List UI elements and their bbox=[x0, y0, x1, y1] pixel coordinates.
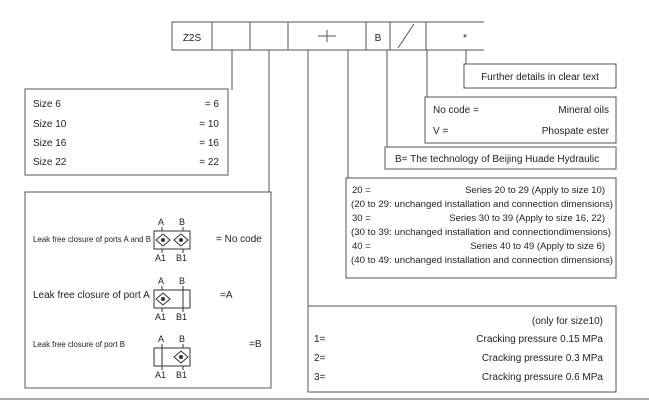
closure-label-2: Leak free closure of port B bbox=[33, 339, 125, 349]
code-slash-symbol bbox=[397, 23, 415, 49]
series-box bbox=[345, 177, 617, 279]
further-details-label: Further details in clear text bbox=[481, 72, 599, 83]
seal-value-0: Mineral oils bbox=[558, 105, 609, 116]
port-label-b: B bbox=[179, 217, 185, 227]
port-label-a1: A1 bbox=[155, 253, 166, 263]
closure-label-0: Leak free closure of ports A and B bbox=[33, 234, 151, 244]
size-code-3: = 22 bbox=[199, 157, 219, 168]
further-details-box bbox=[463, 63, 617, 89]
size-label-1: Size 10 bbox=[33, 119, 67, 130]
size-label-0: Size 6 bbox=[33, 99, 61, 110]
code-cell-further-details bbox=[426, 21, 484, 51]
port-label-a: A bbox=[158, 217, 164, 227]
closure-code-2: =B bbox=[249, 339, 262, 350]
closure-symbol-ab: A B A1 B1 bbox=[153, 217, 191, 263]
technology-label: B= The technology of Beijing Huade Hydra… bbox=[395, 154, 599, 165]
series-desc-2: Series 40 to 49 (Apply to size 6) bbox=[470, 241, 605, 252]
code-asterisk-text: * bbox=[463, 33, 467, 44]
series-code-2: 40 = bbox=[352, 241, 371, 252]
closure-symbol-a: A B A1 B1 bbox=[153, 276, 191, 322]
size-box bbox=[24, 88, 229, 176]
code-cell-series bbox=[171, 21, 213, 51]
series-desc-0: Series 20 to 29 (Apply to size 10) bbox=[465, 185, 605, 196]
technology-box bbox=[384, 146, 617, 170]
series-code-1: 30 = bbox=[352, 213, 371, 224]
code-cell-size bbox=[249, 21, 289, 51]
port-label-a1: A1 bbox=[155, 370, 166, 380]
series-note-1: (30 to 39: unchanged installation and co… bbox=[351, 227, 611, 238]
ordering-code-row: Z2S B * bbox=[171, 21, 484, 51]
series-note-2: (40 to 49: unchanged installation and co… bbox=[351, 255, 613, 266]
closure-code-1: =A bbox=[220, 290, 233, 301]
seal-key-1: V = bbox=[433, 126, 448, 137]
series-desc-1: Series 30 to 39 (Apply to size 16, 22) bbox=[449, 213, 605, 224]
check-valve-icon bbox=[173, 350, 189, 364]
port-label-a: A bbox=[158, 276, 164, 286]
series-list: 20 = Series 20 to 29 (Apply to size 10) … bbox=[351, 185, 613, 266]
code-technology-text: B bbox=[375, 33, 382, 44]
seal-value-1: Phospate ester bbox=[542, 126, 610, 137]
size-code-2: = 16 bbox=[199, 138, 219, 149]
closure-code-0: = No code bbox=[216, 234, 262, 245]
closure-symbol-b: A B A1 B1 bbox=[153, 334, 191, 380]
size-code-0: = 6 bbox=[205, 99, 220, 110]
port-label-b1: B1 bbox=[176, 312, 187, 322]
cracking-code-0: 1= bbox=[314, 334, 326, 345]
port-label-a: A bbox=[158, 334, 164, 344]
code-cell-technology bbox=[365, 21, 391, 51]
cracking-code-1: 2= bbox=[314, 353, 326, 364]
port-label-b: B bbox=[179, 334, 185, 344]
seal-box bbox=[424, 96, 617, 144]
port-label-b1: B1 bbox=[176, 253, 187, 263]
cracking-box bbox=[307, 305, 617, 393]
closure-box bbox=[24, 191, 272, 389]
seal-key-0: No code = bbox=[433, 105, 479, 116]
cracking-value-0: Cracking pressure 0.15 MPa bbox=[476, 334, 603, 345]
size-label-2: Size 16 bbox=[33, 138, 67, 149]
valve-block-a-icon bbox=[153, 289, 191, 309]
series-code-0: 20 = bbox=[352, 185, 371, 196]
cracking-value-1: Cracking pressure 0.3 MPa bbox=[482, 353, 604, 364]
series-note-0: (20 to 29: unchanged installation and co… bbox=[351, 199, 613, 210]
size-code-1: = 10 bbox=[199, 119, 219, 130]
code-separator-symbol bbox=[318, 30, 336, 42]
check-valve-icon bbox=[155, 233, 189, 247]
size-label-3: Size 22 bbox=[33, 157, 67, 168]
code-series-text: Z2S bbox=[183, 33, 202, 44]
port-label-b: B bbox=[179, 276, 185, 286]
port-label-a1: A1 bbox=[155, 312, 166, 322]
cracking-list: 1= Cracking pressure 0.15 MPa 2= Crackin… bbox=[314, 334, 603, 383]
cracking-value-2: Cracking pressure 0.6 MPa bbox=[482, 372, 604, 383]
valve-block-b-icon bbox=[153, 347, 191, 367]
port-label-b1: B1 bbox=[176, 370, 187, 380]
cracking-code-2: 3= bbox=[314, 372, 326, 383]
code-cell-seal bbox=[389, 21, 427, 51]
check-valve-icon bbox=[155, 292, 171, 306]
closure-label-1: Leak free closure of port A bbox=[33, 290, 150, 301]
cracking-note: (only for size10) bbox=[532, 316, 603, 327]
valve-block-ab-icon bbox=[153, 230, 191, 250]
connector-lines bbox=[231, 50, 467, 308]
code-cell-closure bbox=[211, 21, 251, 51]
size-list: Size 6 = 6 Size 10 = 10 Size 16 = 16 Siz… bbox=[33, 99, 219, 168]
